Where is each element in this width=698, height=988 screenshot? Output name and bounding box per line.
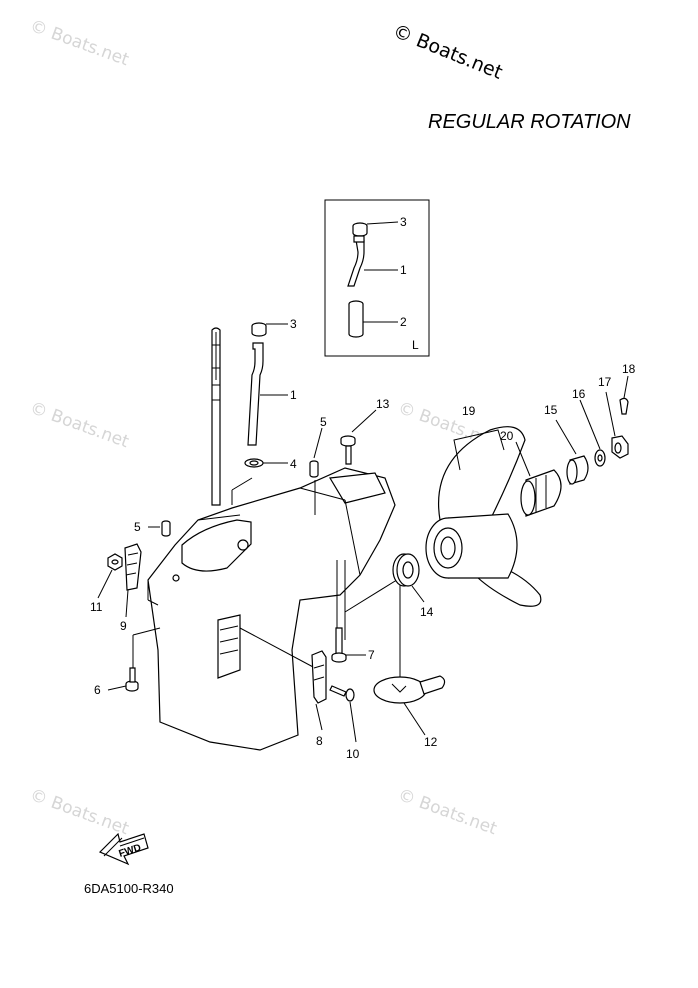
anode-12: 12 (373, 675, 446, 749)
washer-15: 15 (544, 403, 589, 485)
spacer-16: 16 (572, 387, 606, 467)
callout-20: 20 (500, 429, 514, 443)
callout-18: 18 (622, 362, 636, 376)
diagram-title: REGULAR ROTATION (428, 111, 631, 133)
inset-callout-2: 2 (400, 315, 407, 329)
lower-case-housing (147, 467, 396, 751)
bolt-10: 10 (329, 685, 360, 761)
trim-tab-8: 8 (311, 650, 327, 748)
nut-11: 11 (90, 553, 123, 614)
callout-16: 16 (572, 387, 586, 401)
callout-13: 13 (376, 397, 390, 411)
propeller-19: 19 (425, 404, 542, 607)
callout-4: 4 (290, 457, 297, 471)
water-tube-assembly: 3 1 4 (244, 317, 297, 471)
drive-shaft (211, 327, 221, 506)
bolt-6: 6 (94, 667, 139, 697)
callout-12: 12 (424, 735, 438, 749)
callout-8: 8 (316, 734, 323, 748)
inset-callout-3: 3 (400, 215, 407, 229)
bolt-13: 13 (340, 397, 390, 465)
callout-15: 15 (544, 403, 558, 417)
inset-callout-1: 1 (400, 263, 407, 277)
diagram-code: 6DA5100-R340 (84, 881, 174, 896)
callout-5-upper: 5 (320, 415, 327, 429)
forward-direction-arrow: FWD (98, 832, 149, 866)
dowel-pin-5-lower: 5 (134, 520, 171, 537)
callout-17: 17 (598, 375, 612, 389)
callout-6: 6 (94, 683, 101, 697)
trim-tab-clip-9: 9 (120, 543, 142, 633)
callout-14: 14 (420, 605, 434, 619)
dowel-pin-5-upper: 5 (309, 415, 327, 478)
callout-5-lower: 5 (134, 520, 141, 534)
callout-1: 1 (290, 388, 297, 402)
callout-10: 10 (346, 747, 360, 761)
bolt-7: 7 (331, 627, 375, 663)
callout-9: 9 (120, 619, 127, 633)
inset-variant-box: 3 1 2 L (324, 199, 430, 357)
nut-17: 17 (598, 375, 629, 459)
bushing-20: 20 (500, 429, 562, 517)
callout-7: 7 (368, 648, 375, 662)
assembly-guide-lines (132, 477, 401, 680)
callout-19: 19 (462, 404, 476, 418)
cotter-pin-18: 18 (619, 362, 636, 415)
callout-11: 11 (90, 600, 103, 614)
inset-variant-label: L (412, 338, 419, 352)
callout-3: 3 (290, 317, 297, 331)
spacer-14: 14 (392, 553, 434, 619)
